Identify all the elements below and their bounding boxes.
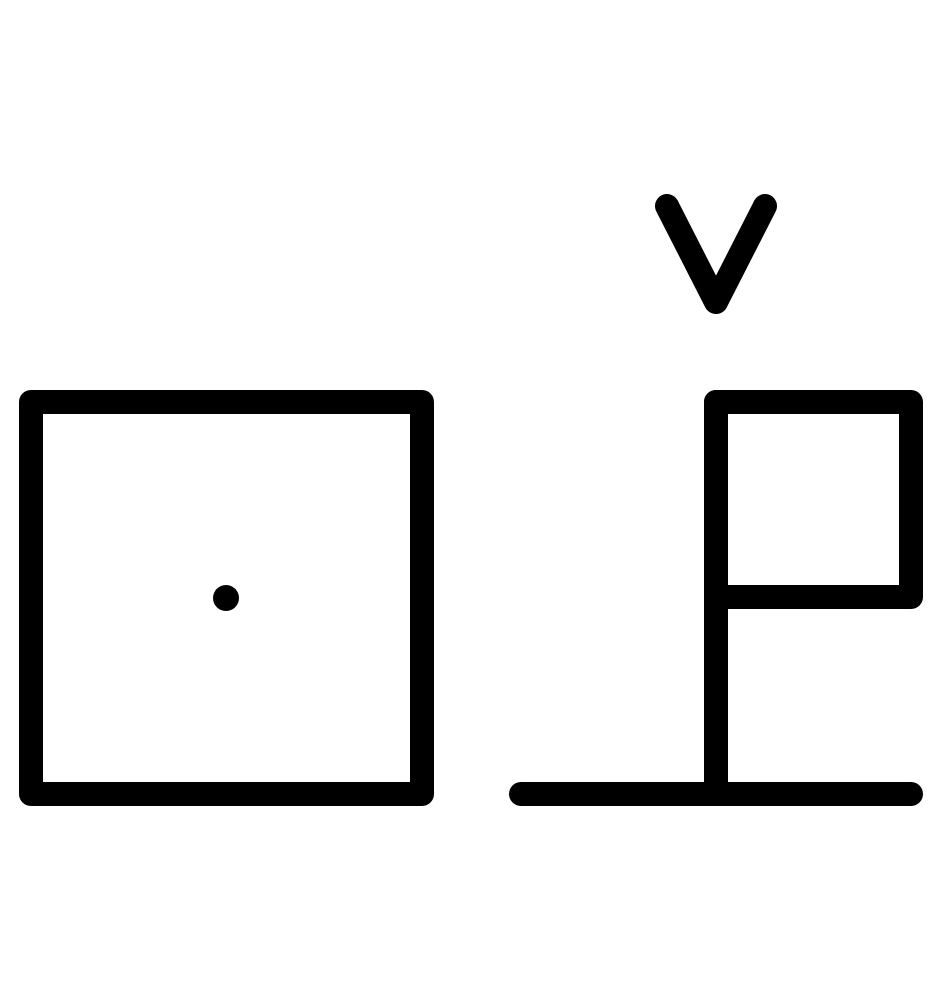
square-outline <box>19 390 434 806</box>
center-dot <box>213 585 239 611</box>
flag-banner <box>704 390 923 609</box>
flag-on-baseline-icon <box>509 390 923 806</box>
chevron-down-icon <box>655 194 777 314</box>
chevron-down-mark <box>655 194 777 314</box>
square-with-center-dot-icon <box>19 390 434 806</box>
